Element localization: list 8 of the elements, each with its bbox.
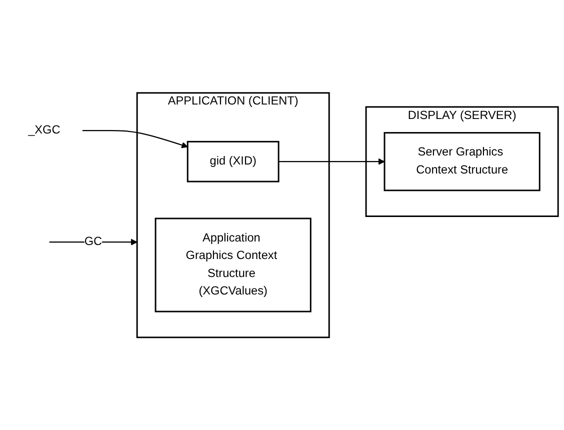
arrow: [278, 158, 385, 165]
arrow: [82, 130, 188, 148]
node-text: _XGC: [28, 124, 60, 136]
node-box: gid (XID): [186, 140, 280, 182]
arrow: [49, 238, 138, 246]
node-box: Server Graphics Context Structure: [384, 132, 540, 191]
edge-label: GC: [84, 235, 102, 248]
node-box: Application Graphics Context Structure (XGCValues): [154, 218, 312, 312]
